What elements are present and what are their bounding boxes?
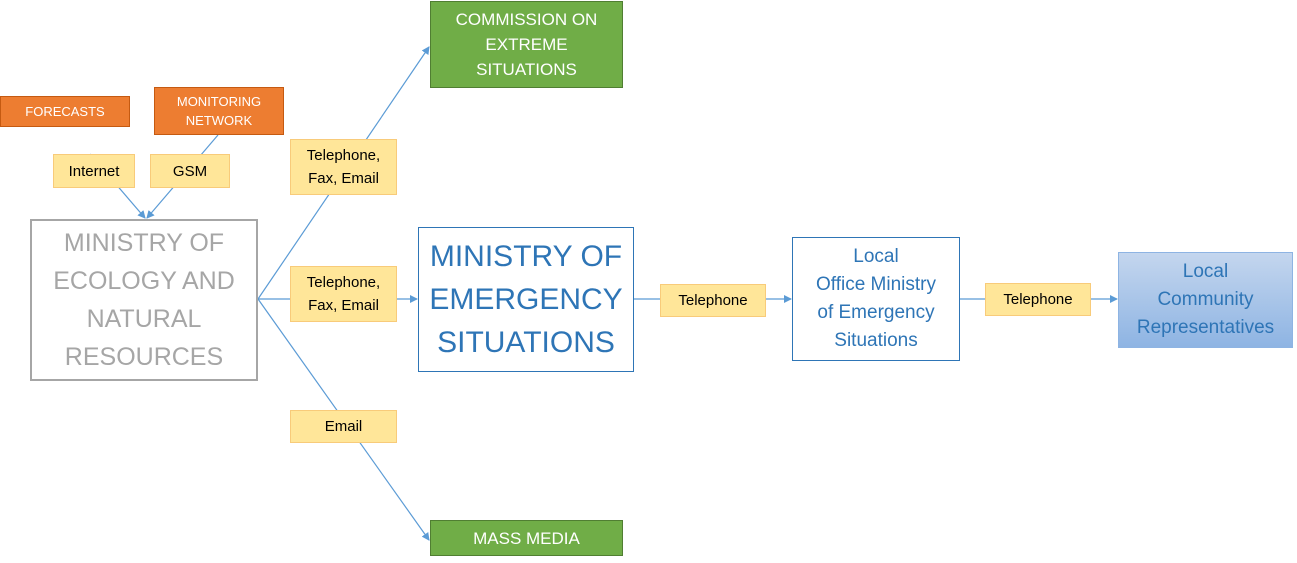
- local-community-representatives-box: Local Community Representatives: [1118, 252, 1293, 348]
- telephone-label-local-office: Telephone: [660, 284, 766, 317]
- mass-media-box: MASS MEDIA: [430, 520, 623, 556]
- local-office-ministry-box: Local Office Ministry of Emergency Situa…: [792, 237, 960, 361]
- monitoring-network-box: MONITORING NETWORK: [154, 87, 284, 135]
- internet-label: Internet: [53, 154, 135, 188]
- telephone-label-community: Telephone: [985, 283, 1091, 316]
- ministry-of-ecology-box: MINISTRY OF ECOLOGY AND NATURAL RESOURCE…: [30, 219, 258, 381]
- telephone-fax-email-label-emergency: Telephone, Fax, Email: [290, 266, 397, 322]
- forecasts-box: FORECASTS: [0, 96, 130, 127]
- gsm-label: GSM: [150, 154, 230, 188]
- email-label-media: Email: [290, 410, 397, 443]
- ministry-of-emergency-situations-box: MINISTRY OF EMERGENCY SITUATIONS: [418, 227, 634, 372]
- telephone-fax-email-label-commission: Telephone, Fax, Email: [290, 139, 397, 195]
- commission-on-extreme-situations-box: COMMISSION ON EXTREME SITUATIONS: [430, 1, 623, 88]
